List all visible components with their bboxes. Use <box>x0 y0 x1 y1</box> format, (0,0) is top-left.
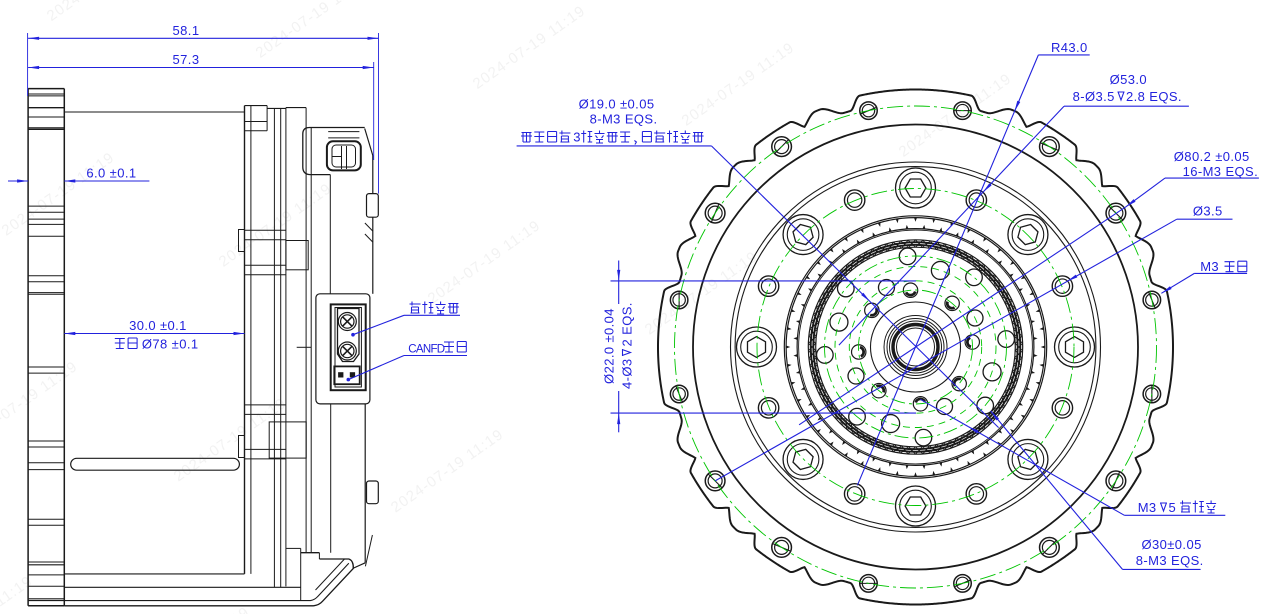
svg-text:M3: M3 <box>1138 500 1157 515</box>
svg-text:3: 3 <box>573 130 581 145</box>
svg-text:Ø78 ±0.1: Ø78 ±0.1 <box>142 337 199 352</box>
svg-text:Ø3.5: Ø3.5 <box>1193 204 1223 219</box>
svg-text:16-M3 EQS.: 16-M3 EQS. <box>1183 164 1259 179</box>
svg-text:M3: M3 <box>1200 259 1219 274</box>
svg-text:Ø53.0: Ø53.0 <box>1110 72 1147 87</box>
svg-text:5: 5 <box>1169 500 1177 515</box>
svg-text:CANFD: CANFD <box>408 344 445 356</box>
svg-text:R43.0: R43.0 <box>1051 40 1088 55</box>
svg-text:2.8 EQS.: 2.8 EQS. <box>1126 89 1182 104</box>
svg-text:30.0: 30.0 <box>129 318 156 333</box>
svg-text:4-Ø3: 4-Ø3 <box>620 358 635 389</box>
svg-text:Ø80.2 ±0.05: Ø80.2 ±0.05 <box>1174 149 1250 164</box>
svg-text:2 EQS.: 2 EQS. <box>620 302 635 346</box>
svg-text:Ø19.0 ±0.05: Ø19.0 ±0.05 <box>579 97 655 112</box>
svg-text:58.1: 58.1 <box>173 23 200 38</box>
svg-text:6.0 ±0.1: 6.0 ±0.1 <box>86 166 136 181</box>
svg-text:±0.1: ±0.1 <box>160 318 187 333</box>
svg-text:Ø22.0 ±0.04: Ø22.0 ±0.04 <box>602 308 617 384</box>
svg-text:8-M3 EQS.: 8-M3 EQS. <box>590 112 658 127</box>
svg-text:Ø30±0.05: Ø30±0.05 <box>1142 537 1202 552</box>
svg-text:8-M3 EQS.: 8-M3 EQS. <box>1136 553 1204 568</box>
svg-text:8-Ø3.5: 8-Ø3.5 <box>1073 89 1115 104</box>
svg-text:57.3: 57.3 <box>173 52 200 67</box>
